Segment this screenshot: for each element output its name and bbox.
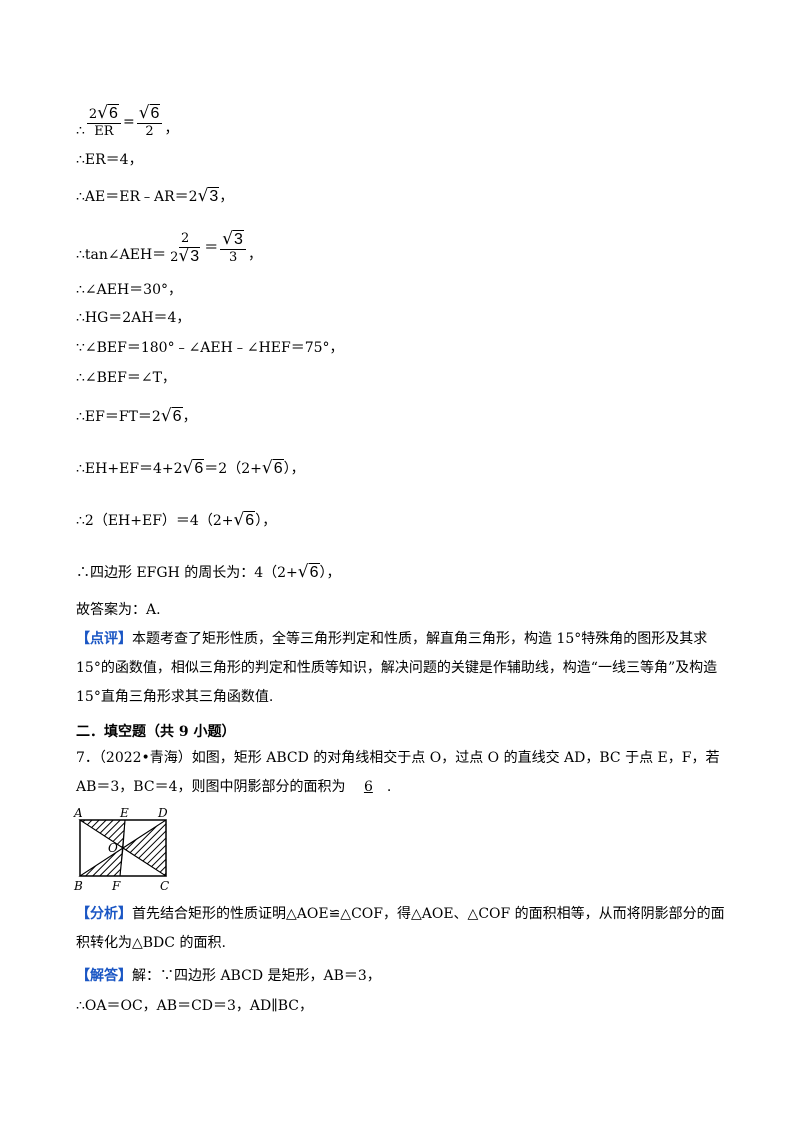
solution-line: 【解答】解：∵四边形 ABCD 是矩形，AB＝3， <box>76 966 381 986</box>
analysis-text: 首先结合矩形的性质证明△AOE≌△COF，得△AOE、△COF 的面积相等，从而… <box>76 906 725 951</box>
equation-line-3: ∴AE＝ER﹣AR＝2√3， <box>76 186 234 206</box>
answer-line: 故答案为：A. <box>76 602 161 618</box>
equals-sign: = <box>122 114 135 130</box>
equation-line-5: ∴∠AEH＝30°， <box>76 282 182 298</box>
question-7-text: 7．（2022•青海）如图，矩形 ABCD 的对角线相交于点 O，过点 O 的直… <box>76 750 720 795</box>
equation-line-2: ∴ER＝4， <box>76 152 143 168</box>
equation-line-10: ∴EH+EF＝4+2√6＝2（2+√6）， <box>76 458 305 478</box>
answer-blank: 6 <box>363 779 373 795</box>
therefore-symbol: ∴ <box>76 123 85 139</box>
label-f: F <box>111 879 121 893</box>
label-c: C <box>160 879 169 893</box>
line-ef <box>119 819 126 877</box>
analysis-tag: 【分析】 <box>76 906 132 922</box>
equation-line-1: ∴ 2√6 ER = √6 2 ， <box>76 102 179 140</box>
label-e: E <box>119 806 129 820</box>
fraction-root6-over-2: √6 2 <box>136 103 163 140</box>
label-b: B <box>73 879 83 893</box>
equation-line-4: ∴tan∠AEH＝ 2 2√3 ＝ √3 3 ， <box>76 228 262 266</box>
equation-line-9: ∴EF＝FT＝2√6， <box>76 406 197 426</box>
solution-text: 解：∵四边形 ABCD 是矩形，AB＝3， <box>132 968 381 984</box>
section-heading: 二．填空题（共 9 小题） <box>76 724 236 740</box>
label-a: A <box>73 806 83 820</box>
fraction-2-over-2root3: 2 2√3 <box>170 230 201 266</box>
equation-line-12: ∴四边形 EFGH 的周长为：4（2+√6）， <box>76 562 341 582</box>
final-line: ∴OA＝OC，AB＝CD＝3，AD∥BC， <box>76 998 313 1014</box>
rectangle-figure: A E D O B F C <box>73 806 169 893</box>
shaded-triangle-doc <box>122 819 167 877</box>
equation-line-11: ∴2（EH+EF）＝4（2+√6）， <box>76 510 277 530</box>
analysis-paragraph: 【分析】首先结合矩形的性质证明△AOE≌△COF，得△AOE、△COF 的面积相… <box>76 900 726 958</box>
review-tag: 【点评】 <box>76 631 132 647</box>
label-d: D <box>157 806 168 820</box>
label-o: O <box>108 841 118 855</box>
solution-tag: 【解答】 <box>76 968 132 984</box>
review-paragraph: 【点评】本题考查了矩形性质，全等三角形判定和性质，解直角三角形，构造 15°特殊… <box>76 625 726 712</box>
question-7: 7．（2022•青海）如图，矩形 ABCD 的对角线相交于点 O，过点 O 的直… <box>76 750 720 795</box>
equation-line-6: ∴HG＝2AH＝4， <box>76 310 191 326</box>
fraction-root3-over-3: √3 3 <box>220 229 246 266</box>
review-text: 本题考查了矩形性质，全等三角形判定和性质，解直角三角形，构造 15°特殊角的图形… <box>76 631 718 705</box>
fraction-2root6-over-ER: 2√6 ER <box>86 103 121 140</box>
equation-line-8: ∴∠BEF＝∠T， <box>76 370 176 386</box>
equation-line-7: ∵∠BEF＝180°﹣∠AEH﹣∠HEF＝75°， <box>76 340 344 356</box>
